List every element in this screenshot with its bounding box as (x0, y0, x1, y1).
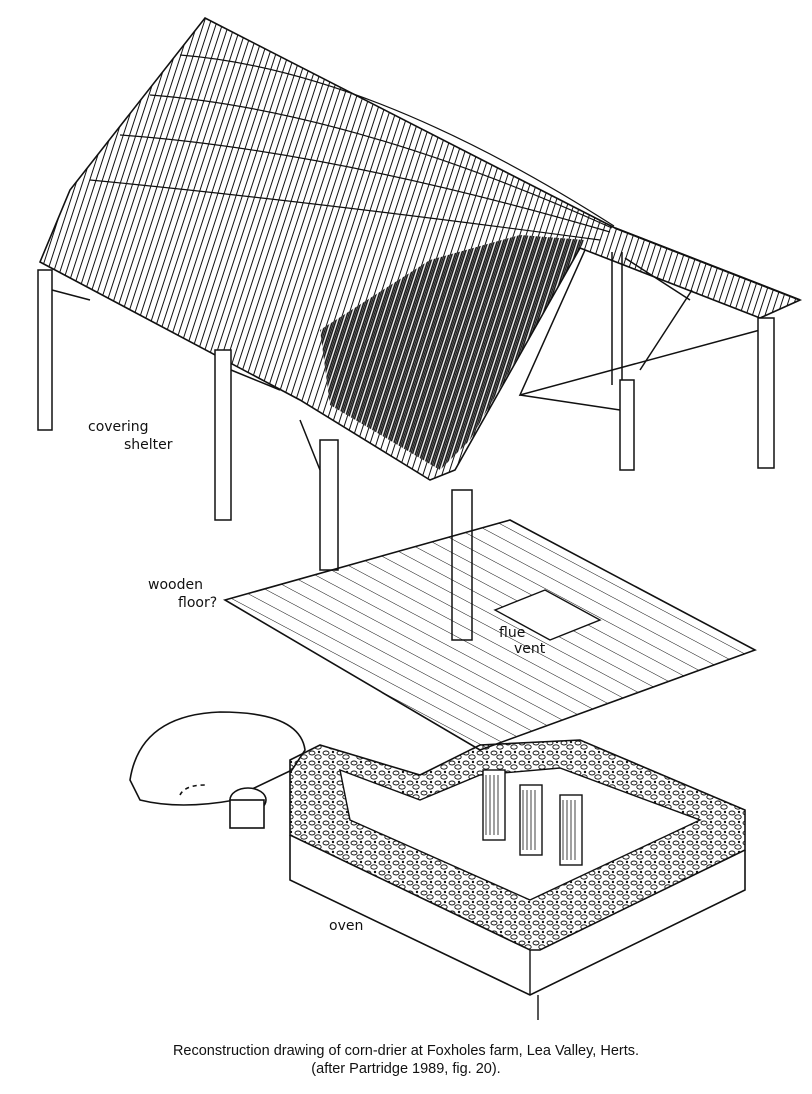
oven-dome (129, 711, 306, 829)
label-wooden-floor-line2: floor? (178, 595, 218, 611)
label-oven: oven (329, 918, 364, 934)
label-covering-shelter-line1: covering (88, 419, 149, 435)
label-flue-vent-line1: flue (499, 625, 526, 641)
label-flue-vent-line2: vent (514, 641, 546, 657)
flue-piers (482, 769, 583, 866)
label-wooden-floor-line1: wooden (148, 577, 203, 593)
stone-walls (289, 739, 746, 1020)
thatched-roof (38, 16, 803, 481)
caption-line1: Reconstruction drawing of corn-drier at … (172, 1043, 640, 1059)
figure-caption: Reconstruction drawing of corn-drier at … (0, 1042, 812, 1078)
label-covering-shelter-line2: shelter (124, 437, 173, 453)
caption-line2: (after Partridge 1989, fig. 20). (311, 1061, 501, 1077)
corn-drier-illustration (37, 16, 803, 1020)
gable-truss (518, 249, 761, 411)
wooden-floor (222, 519, 757, 751)
